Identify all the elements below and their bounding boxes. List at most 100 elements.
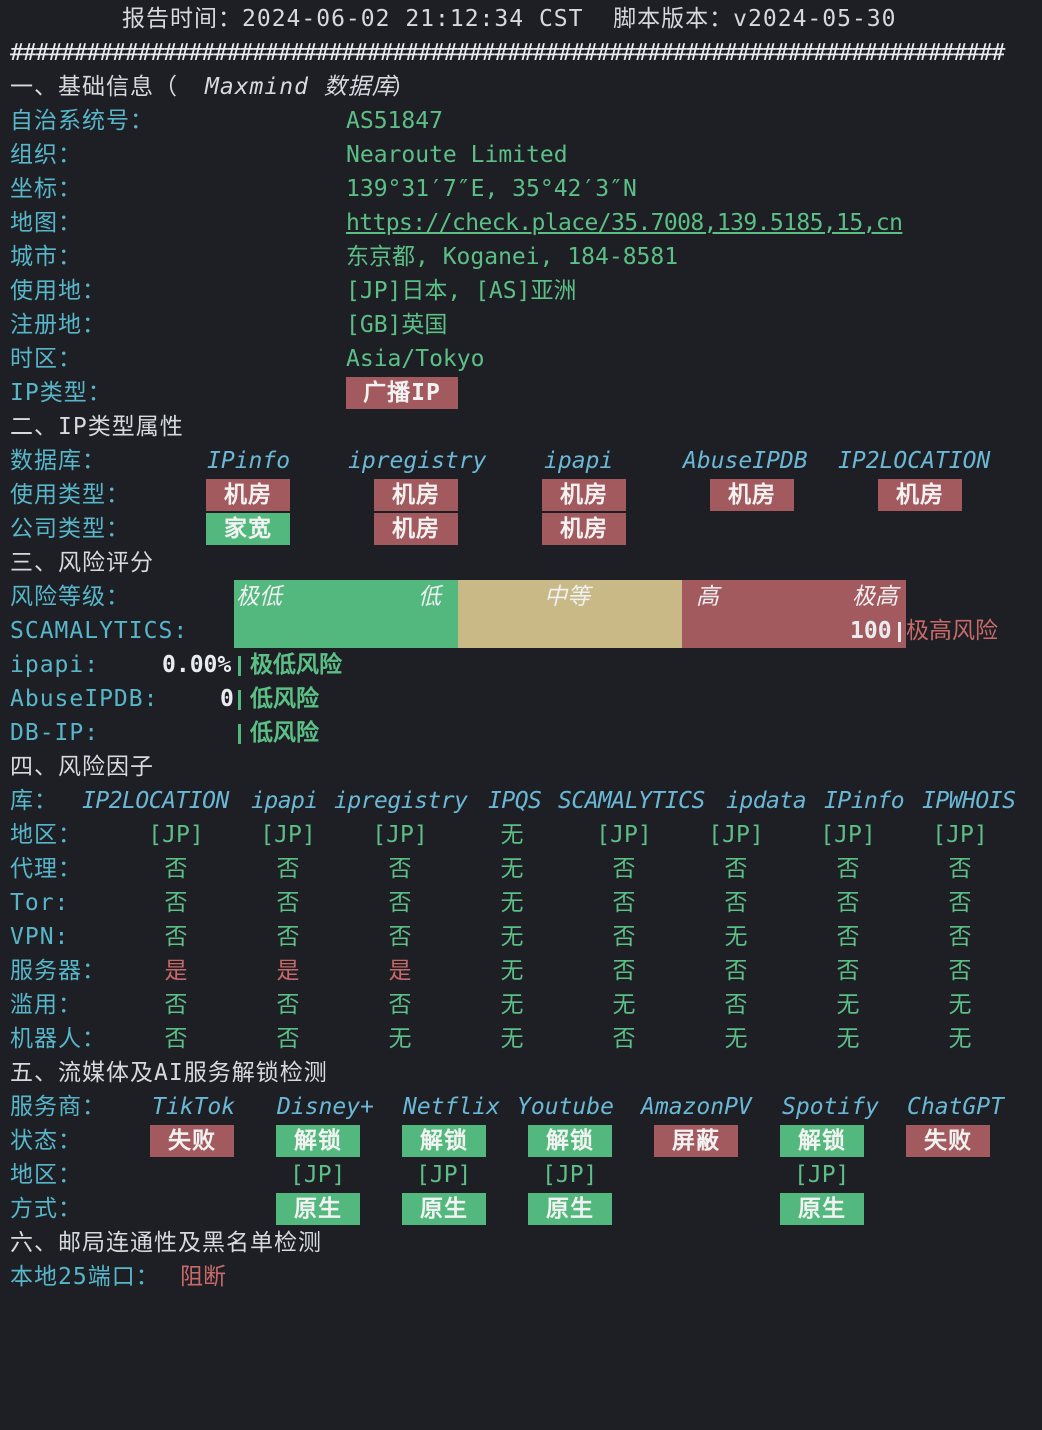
lib-ipregistry: ipregistry <box>334 788 468 814</box>
svc-youtube: Youtube <box>517 1094 614 1120</box>
factor-cell: 无 <box>500 1026 524 1052</box>
factor-row: 滥用：否否否无无否无无 <box>0 988 1042 1022</box>
row-risk-level: 风险等级： 极低 低 中等 高 极高 <box>10 584 898 610</box>
row-timezone: 时区： Asia/Tokyo <box>0 342 1042 376</box>
status-badge: 屏蔽 <box>654 1125 738 1157</box>
usage-badge: 机房 <box>878 479 962 511</box>
factor-row: 地区：[JP][JP][JP]无[JP][JP][JP][JP] <box>0 818 1042 852</box>
factor-cell: [JP] <box>260 822 316 848</box>
factor-cell: [JP] <box>932 822 988 848</box>
factor-cell: 否 <box>164 890 188 916</box>
factor-label: 代理： <box>10 856 82 882</box>
scam-marker <box>898 622 901 642</box>
map-link[interactable]: https://check.place/35.7008,139.5185,15,… <box>346 210 903 236</box>
factor-cell: 否 <box>276 890 300 916</box>
lib-ipapi: ipapi <box>251 788 318 814</box>
usage-badge: 机房 <box>542 479 626 511</box>
asn-value: AS51847 <box>346 108 443 134</box>
factor-label: 机器人： <box>10 1026 106 1052</box>
row-asn: 自治系统号： AS51847 <box>0 104 1042 138</box>
lib-scamalytics: SCAMALYTICS <box>558 788 705 814</box>
section-basic-title: 一、基础信息（ Maxmind 数据库 ） <box>10 74 416 100</box>
status-badge: 解锁 <box>276 1125 360 1157</box>
factor-cell: 否 <box>724 958 748 984</box>
factor-cell: 否 <box>948 924 972 950</box>
factor-cell: 否 <box>612 890 636 916</box>
row-map: 地图： https://check.place/35.7008,139.5185… <box>0 206 1042 240</box>
db-ipinfo: IPinfo <box>207 448 291 474</box>
factor-cell: 无 <box>500 958 524 984</box>
ipapi-marker <box>238 656 241 676</box>
svc-netflix: Netflix <box>403 1094 500 1120</box>
separator-line: ########################################… <box>0 36 1042 70</box>
mode-badge: 原生 <box>402 1193 486 1225</box>
factor-cell: 无 <box>836 1026 860 1052</box>
factor-cell: 无 <box>388 1026 412 1052</box>
row-company-type: 公司类型： 家宽 机房 机房 <box>0 512 1042 546</box>
row-services: 服务商： TikTok Disney+ Netflix Youtube Amaz… <box>0 1090 1042 1124</box>
row-usage-type: 使用类型： 机房 机房 机房 机房 机房 <box>0 478 1042 512</box>
usage-location-value: [JP]日本, [AS]亚洲 <box>346 278 577 304</box>
lib-ipwhois: IPWHOIS <box>922 788 1016 814</box>
db-abuseipdb: AbuseIPDB <box>683 448 808 474</box>
abuse-score: 0 <box>220 686 234 712</box>
factor-cell: 否 <box>612 1026 636 1052</box>
factor-cell: [JP] <box>708 822 764 848</box>
status-badge: 解锁 <box>402 1125 486 1157</box>
section-mail-title: 六、邮局连通性及黑名单检测 <box>10 1230 322 1256</box>
company-badge: 机房 <box>374 513 458 545</box>
abuse-marker <box>238 690 241 710</box>
factor-cell: 否 <box>836 890 860 916</box>
report-header: 报告时间：2024-06-02 21:12:34 CST 脚本版本：v2024-… <box>0 2 1042 36</box>
svc-disney: Disney+ <box>277 1094 374 1120</box>
row-port25: 本地25端口： 阻断 <box>0 1260 1042 1294</box>
factor-cell: 否 <box>276 992 300 1018</box>
row-ipapi-risk: ipapi: 0.00% 极低风险 <box>0 648 1042 682</box>
company-badge: 家宽 <box>206 513 290 545</box>
status-badge: 失败 <box>906 1125 990 1157</box>
row-city: 城市： 东京都, Koganei, 184-8581 <box>0 240 1042 274</box>
factor-label: VPN: <box>10 924 70 950</box>
port25-value: 阻断 <box>180 1264 226 1290</box>
factor-cell: 否 <box>948 856 972 882</box>
lib-ipinfo: IPinfo <box>824 788 905 814</box>
status-badge: 解锁 <box>528 1125 612 1157</box>
svc-chatgpt: ChatGPT <box>907 1094 1004 1120</box>
risk-bar-low <box>234 580 458 648</box>
factor-cell: 无 <box>948 992 972 1018</box>
row-iptype: IP类型： 广播IP <box>0 376 1042 410</box>
separator: ########################################… <box>10 40 1005 66</box>
row-abuseipdb-risk: AbuseIPDB: 0 低风险 <box>0 682 1042 716</box>
city-value: 东京都, Koganei, 184-8581 <box>346 244 679 270</box>
usage-badge: 机房 <box>710 479 794 511</box>
abuse-risk-text: 低风险 <box>250 686 319 712</box>
scam-score: 100 <box>850 618 892 644</box>
factor-cell: 否 <box>724 992 748 1018</box>
factor-row: 机器人：否否无无否无无无 <box>0 1022 1042 1056</box>
factor-cell: 否 <box>388 890 412 916</box>
company-badge: 机房 <box>542 513 626 545</box>
row-org: 组织： Nearoute Limited <box>0 138 1042 172</box>
row-dbip-risk: DB-IP: 低风险 <box>0 716 1042 750</box>
factor-cell: 否 <box>388 924 412 950</box>
factor-label: 地区： <box>10 822 82 848</box>
factor-cell: 否 <box>388 992 412 1018</box>
lib-ip2location: IP2LOCATION <box>82 788 229 814</box>
db-ipregistry: ipregistry <box>348 448 487 474</box>
ipapi-risk-text: 极低风险 <box>250 652 342 678</box>
scam-text: 极高风险 <box>906 618 998 644</box>
factor-cell: 否 <box>948 958 972 984</box>
section-media-title: 五、流媒体及AI服务解锁检测 <box>10 1060 328 1086</box>
factor-cell: 否 <box>388 856 412 882</box>
factor-cell: 否 <box>164 856 188 882</box>
factor-cell: 否 <box>164 992 188 1018</box>
factor-cell: 无 <box>612 992 636 1018</box>
svc-tiktok: TikTok <box>152 1094 236 1120</box>
factor-cell: 否 <box>836 924 860 950</box>
factor-cell: 否 <box>612 958 636 984</box>
mode-badge: 原生 <box>276 1193 360 1225</box>
row-scamalytics: SCAMALYTICS: 100 极高风险 <box>0 614 1042 648</box>
risk-bar-medium <box>458 580 682 648</box>
section-risk-title: 三、风险评分 <box>10 550 154 576</box>
factor-cell: 无 <box>948 1026 972 1052</box>
